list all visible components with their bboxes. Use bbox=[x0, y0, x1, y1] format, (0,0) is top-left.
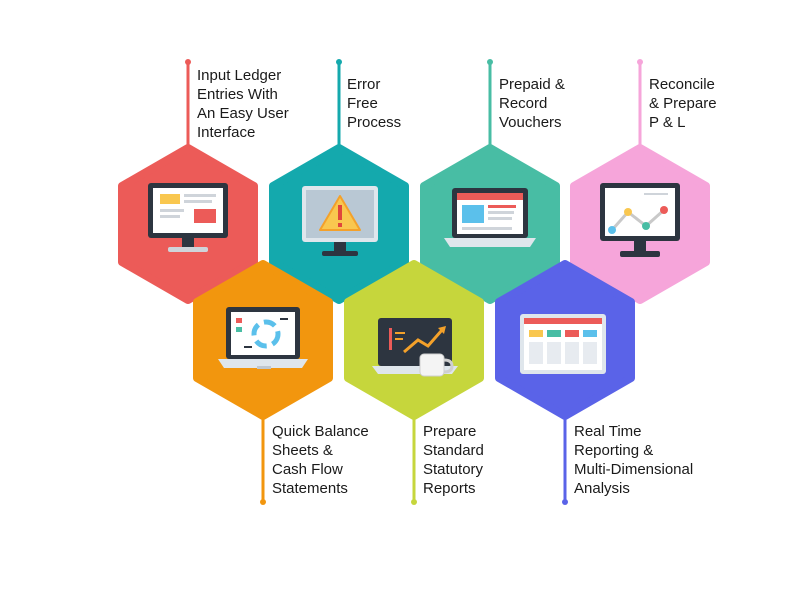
label-statutory-reports: Prepare Standard Statutory Reports bbox=[423, 423, 484, 497]
label-error-free: Error Free Process bbox=[347, 76, 402, 131]
laptop-growth-chart-icon bbox=[372, 318, 458, 377]
label-input-ledger: Input Ledger Entries With An Easy User I… bbox=[197, 67, 289, 141]
monitor-layout-icon bbox=[148, 183, 228, 252]
laptop-pie-chart-icon bbox=[218, 307, 308, 369]
pointer-dot-2 bbox=[336, 59, 342, 65]
monitor-line-chart-icon bbox=[600, 183, 680, 257]
monitor-dashboard-icon bbox=[520, 314, 606, 374]
pointer-dot-5 bbox=[260, 499, 266, 505]
pointer-dot-7 bbox=[562, 499, 568, 505]
label-reconcile-pl: Reconcile & Prepare P & L bbox=[649, 76, 717, 131]
pointer-lines bbox=[185, 59, 643, 505]
pointer-dot-1 bbox=[185, 59, 191, 65]
label-prepaid-vouchers: Prepaid & Record Vouchers bbox=[499, 76, 565, 131]
pointer-dot-6 bbox=[411, 499, 417, 505]
label-quick-balance: Quick Balance Sheets & Cash Flow Stateme… bbox=[272, 423, 369, 497]
pointer-dot-3 bbox=[487, 59, 493, 65]
laptop-document-icon bbox=[444, 188, 536, 247]
label-real-time-reporting: Real Time Reporting & Multi-Dimensional … bbox=[574, 423, 694, 497]
pointer-dot-4 bbox=[637, 59, 643, 65]
warning-monitor-icon bbox=[302, 186, 378, 256]
